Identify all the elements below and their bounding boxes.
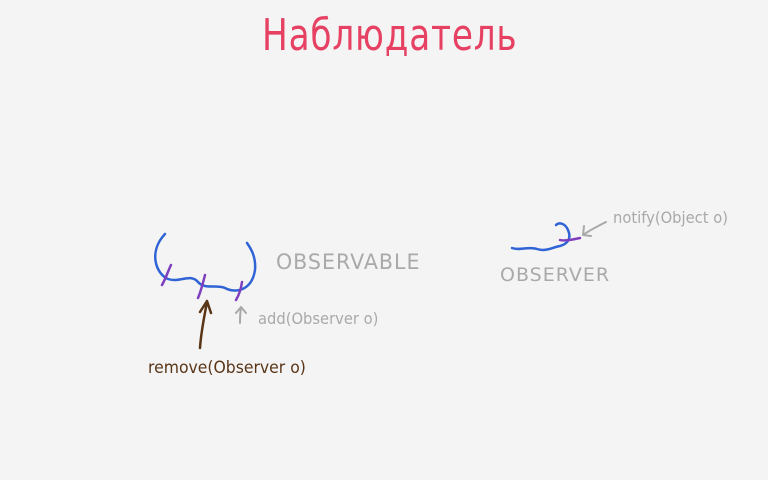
- observable-hook-right: [234, 280, 244, 302]
- remove-arrow: [198, 299, 213, 350]
- observer-label: OBSERVER: [500, 264, 611, 286]
- observable-hook-middle: [196, 273, 207, 300]
- observable-shape: [154, 232, 257, 292]
- notify-method-label: notify(Object o): [613, 208, 728, 227]
- observable-label: OBSERVABLE: [276, 250, 421, 274]
- remove-method-label: remove(Observer o): [148, 358, 306, 378]
- notify-arrow: [582, 221, 607, 237]
- observable-hook-left: [160, 263, 173, 287]
- add-arrow: [235, 306, 247, 324]
- add-method-label: add(Observer o): [258, 309, 379, 328]
- observer-hook: [558, 236, 582, 242]
- observer-shape: [510, 222, 571, 252]
